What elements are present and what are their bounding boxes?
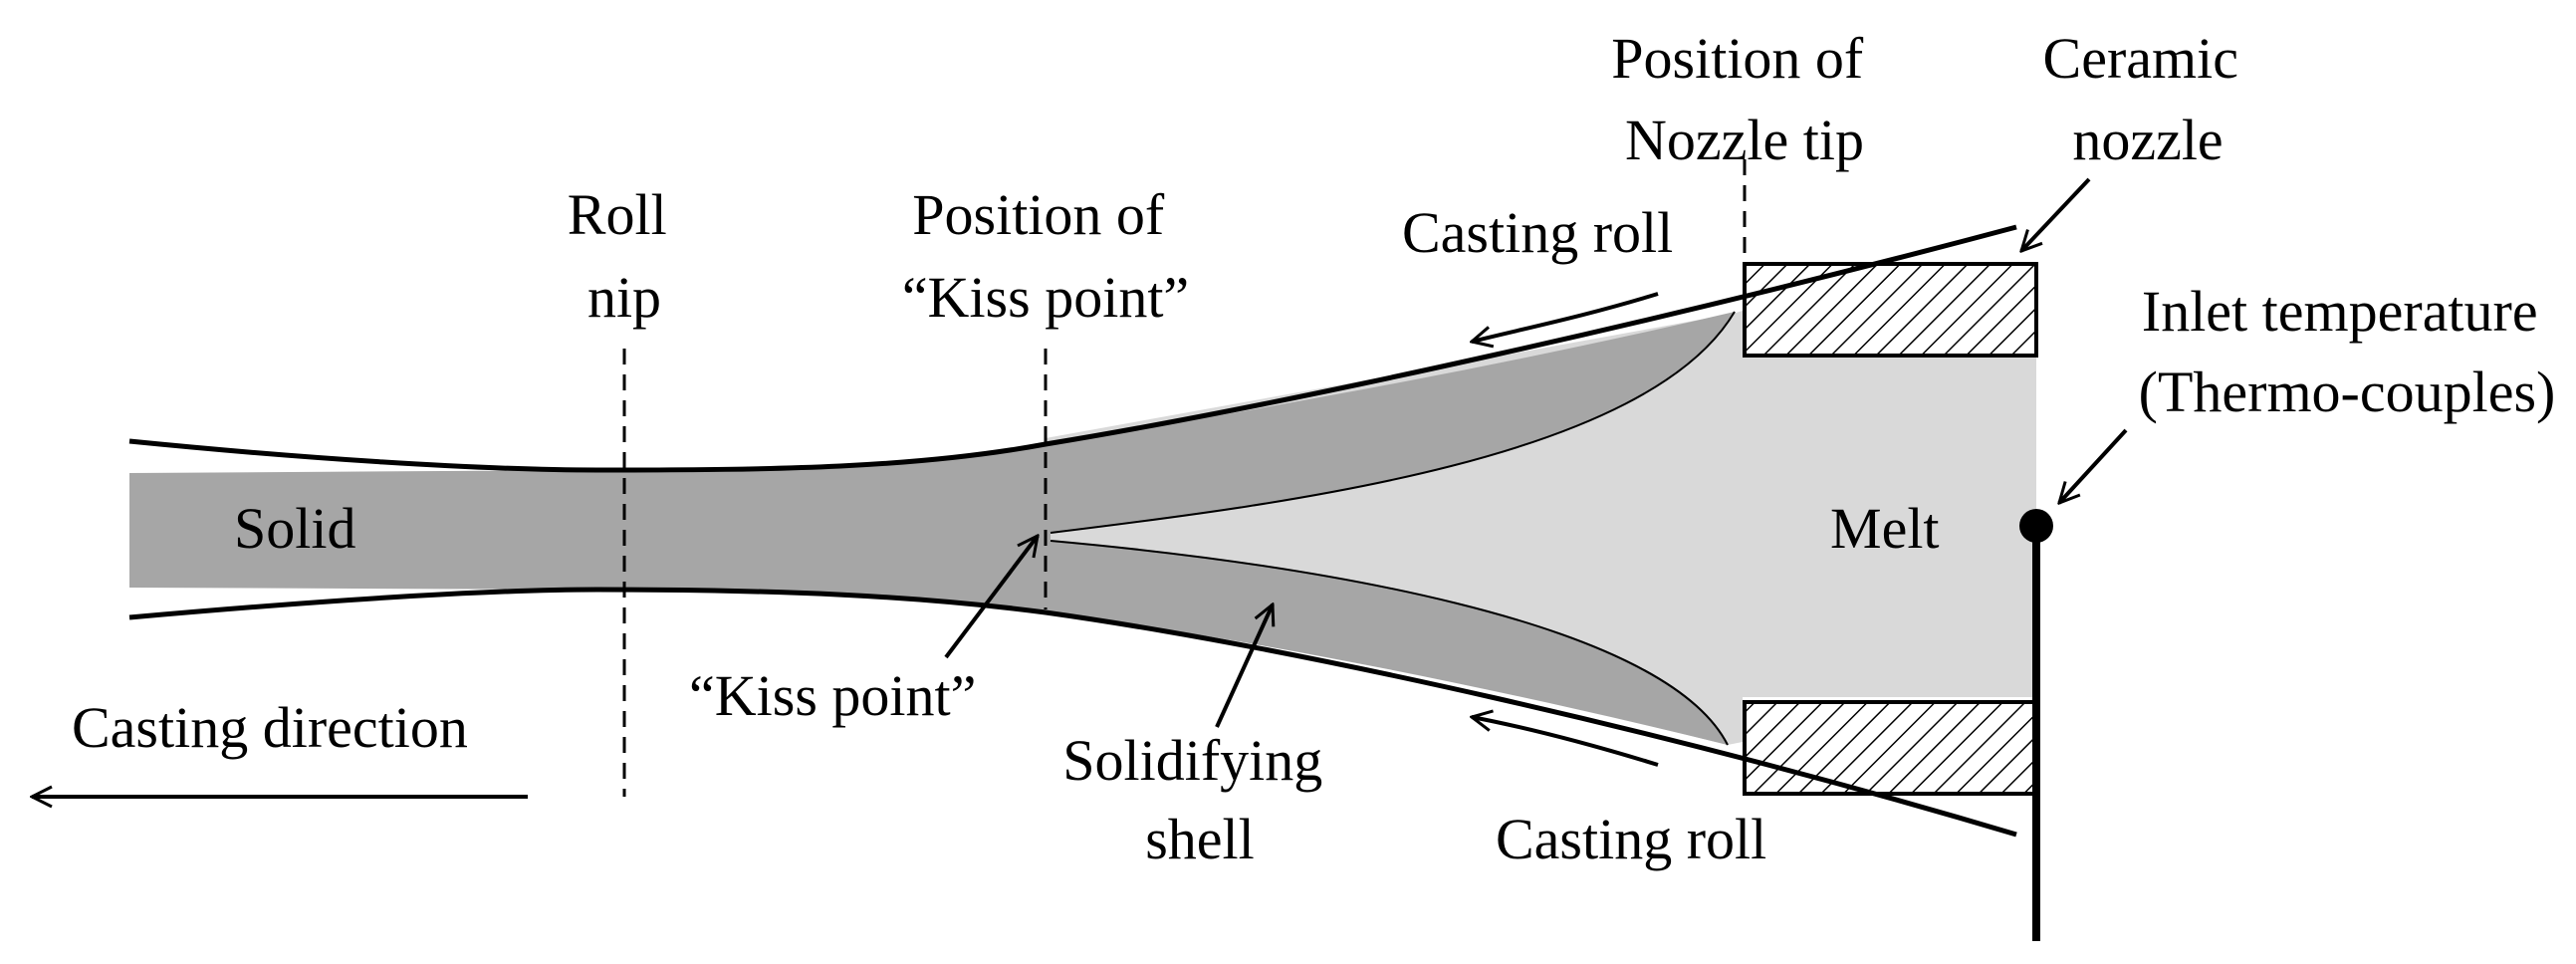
solidifying-shell-label: Solidifying shell xyxy=(1062,728,1337,871)
inlet-temperature-label: Inlet temperature (Thermo-couples) xyxy=(2139,279,2556,424)
solidifying-shell-arrow xyxy=(1215,604,1273,728)
casting-direction-label: Casting direction xyxy=(72,695,468,760)
ceramic-nozzle-top xyxy=(1743,262,2038,358)
casting-roll-top-label: Casting roll xyxy=(1402,200,1673,265)
kiss-point-position-label: Position of “Kiss point” xyxy=(902,182,1189,330)
melt-label: Melt xyxy=(1830,496,1940,561)
casting-roll-bottom-surface xyxy=(128,587,2017,838)
kiss-point-arrow xyxy=(944,536,1038,659)
roll-nip-label: Roll nip xyxy=(568,182,681,330)
solid-label: Solid xyxy=(234,496,356,561)
kiss-point-label: “Kiss point” xyxy=(689,663,976,728)
nozzle-tip-position-label: Position of Nozzle tip xyxy=(1611,26,1878,172)
solid-strip xyxy=(129,312,1735,745)
shell-boundary-bottom xyxy=(1050,540,1729,746)
casting-roll-bottom-arrow xyxy=(1472,717,1659,767)
shell-boundary-top xyxy=(1050,311,1736,534)
thermocouple-tip xyxy=(2019,509,2053,543)
ceramic-nozzle-label: Ceramic nozzle xyxy=(2043,26,2253,172)
casting-roll-top-surface xyxy=(128,224,2017,473)
casting-roll-top-arrow xyxy=(1472,292,1659,342)
ceramic-nozzle-bottom xyxy=(1743,700,2038,796)
ceramic-nozzle-arrow xyxy=(2021,177,2091,251)
inlet-temperature-arrow xyxy=(2059,428,2128,503)
casting-roll-bottom-label: Casting roll xyxy=(1496,807,1766,871)
